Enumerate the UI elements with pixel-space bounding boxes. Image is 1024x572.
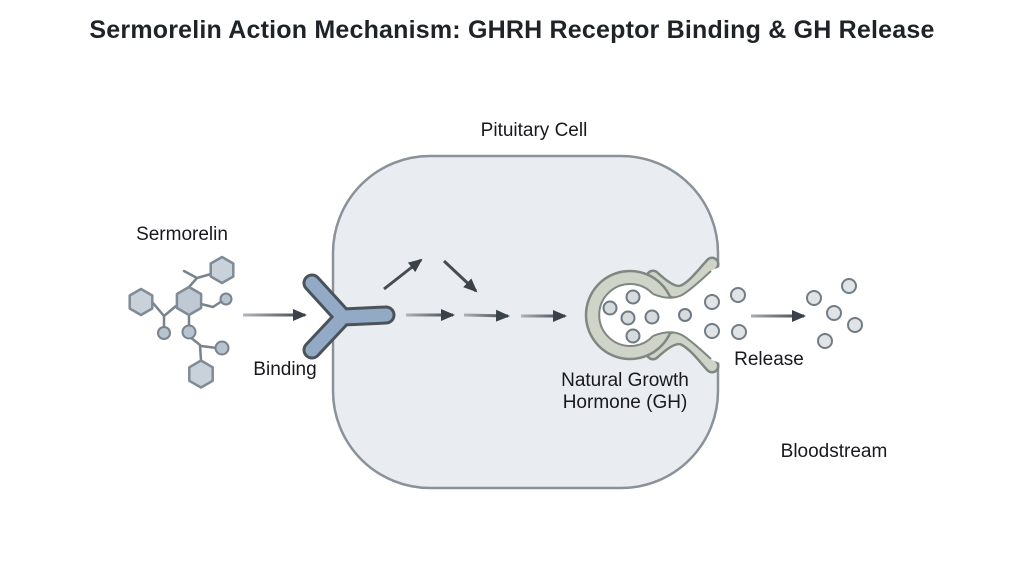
signal-arrow-diagonal-up (383, 258, 423, 291)
gh-dots-bloodstream (806, 278, 863, 349)
label-pituitary-cell: Pituitary Cell (480, 120, 588, 141)
gh-dots-released (704, 287, 747, 340)
diagram-title: Sermorelin Action Mechanism: GHRH Recept… (89, 16, 935, 44)
gh-dot (678, 308, 692, 322)
gh-dot (602, 300, 618, 316)
secretory-vesicle (584, 256, 728, 374)
molecule-hexagon-bottom (188, 359, 214, 389)
molecule-hexagon-left (128, 287, 154, 317)
gh-dot-released (704, 323, 720, 339)
gh-dot-released (730, 287, 746, 303)
molecule-atom (181, 324, 197, 340)
label-bloodstream: Bloodstream (780, 441, 888, 462)
signal-arrow-diagonal-down (442, 259, 478, 293)
molecule-atom (214, 340, 230, 356)
molecule-hexagon-top-right (209, 255, 235, 285)
label-release: Release (734, 349, 804, 370)
gh-dot-released (704, 294, 720, 310)
label-hormone-line1: Natural Growth (561, 370, 689, 391)
label-binding: Binding (253, 359, 317, 380)
receptor-body (305, 276, 393, 357)
vesicle-lumen-edge (598, 270, 712, 360)
gh-dot-bloodstream (817, 333, 833, 349)
label-sermorelin: Sermorelin (136, 224, 228, 245)
gh-dot (625, 289, 641, 305)
label-hormone-line2: Hormone (GH) (562, 392, 688, 413)
molecule-atom (219, 292, 233, 306)
gh-dot-bloodstream (841, 278, 857, 294)
gh-dot-bloodstream (847, 317, 863, 333)
gh-dot (644, 309, 660, 325)
signal-arrow-2 (463, 309, 510, 322)
molecule-atom (157, 326, 171, 340)
gh-dot-bloodstream (806, 290, 822, 306)
gh-dot (625, 328, 641, 344)
molecule-bonds (151, 269, 224, 363)
gh-dot-bloodstream (826, 305, 842, 321)
sermorelin-molecule (128, 255, 235, 389)
gh-dot-released (731, 324, 747, 340)
ghrh-receptor (302, 273, 396, 360)
label-natural-growth-hormone: Natural Growth Hormone (GH) (530, 370, 720, 414)
gh-dot (620, 310, 636, 326)
molecule-hexagon-center (175, 285, 203, 317)
